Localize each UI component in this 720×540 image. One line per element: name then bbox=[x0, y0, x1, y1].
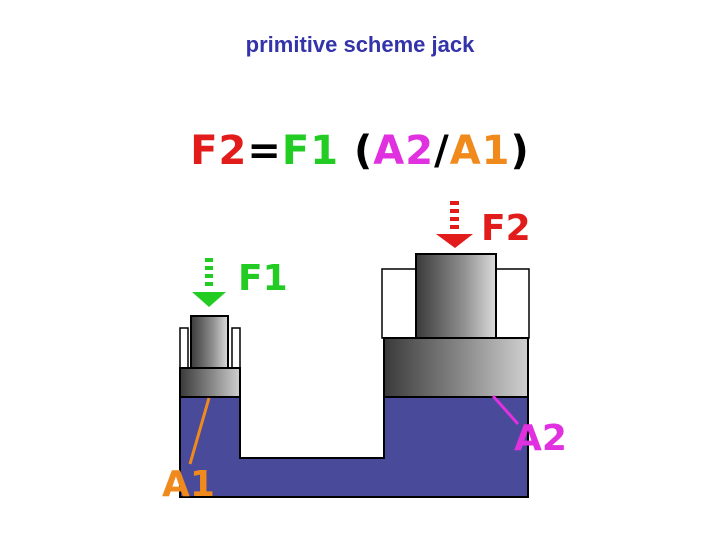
area-a2-pointer bbox=[491, 395, 520, 425]
formula-f2: F2 bbox=[190, 128, 248, 174]
page-title: primitive scheme jack bbox=[245, 32, 475, 57]
label-a1: A1 bbox=[162, 464, 215, 505]
formula-slash: / bbox=[434, 128, 450, 174]
small-cylinder-wall-left bbox=[179, 327, 189, 369]
formula-a2: A2 bbox=[373, 128, 435, 174]
formula-a1: A1 bbox=[449, 128, 511, 174]
label-f2: F2 bbox=[481, 208, 531, 249]
hydraulic-fluid bbox=[179, 396, 529, 498]
large-piston-head bbox=[383, 337, 529, 398]
large-piston-rod bbox=[415, 253, 497, 339]
large-cylinder-wall-right bbox=[495, 268, 530, 339]
formula-f1: F1 bbox=[281, 128, 340, 174]
pressure-formula: F2=F1 (A2/A1) bbox=[0, 128, 720, 174]
small-cylinder-wall-right bbox=[231, 327, 241, 369]
small-piston-head bbox=[179, 367, 241, 398]
formula-close-paren: ) bbox=[510, 128, 530, 174]
small-piston-rod bbox=[190, 315, 229, 369]
label-a2: A2 bbox=[514, 418, 567, 459]
large-cylinder-wall-left bbox=[381, 268, 417, 339]
label-f1: F1 bbox=[238, 258, 288, 299]
formula-equals: = bbox=[247, 128, 282, 174]
force-f2-arrow bbox=[436, 201, 473, 248]
area-a1-pointer bbox=[188, 397, 211, 465]
formula-open-paren: ( bbox=[354, 128, 374, 174]
force-f1-arrow bbox=[192, 258, 226, 307]
